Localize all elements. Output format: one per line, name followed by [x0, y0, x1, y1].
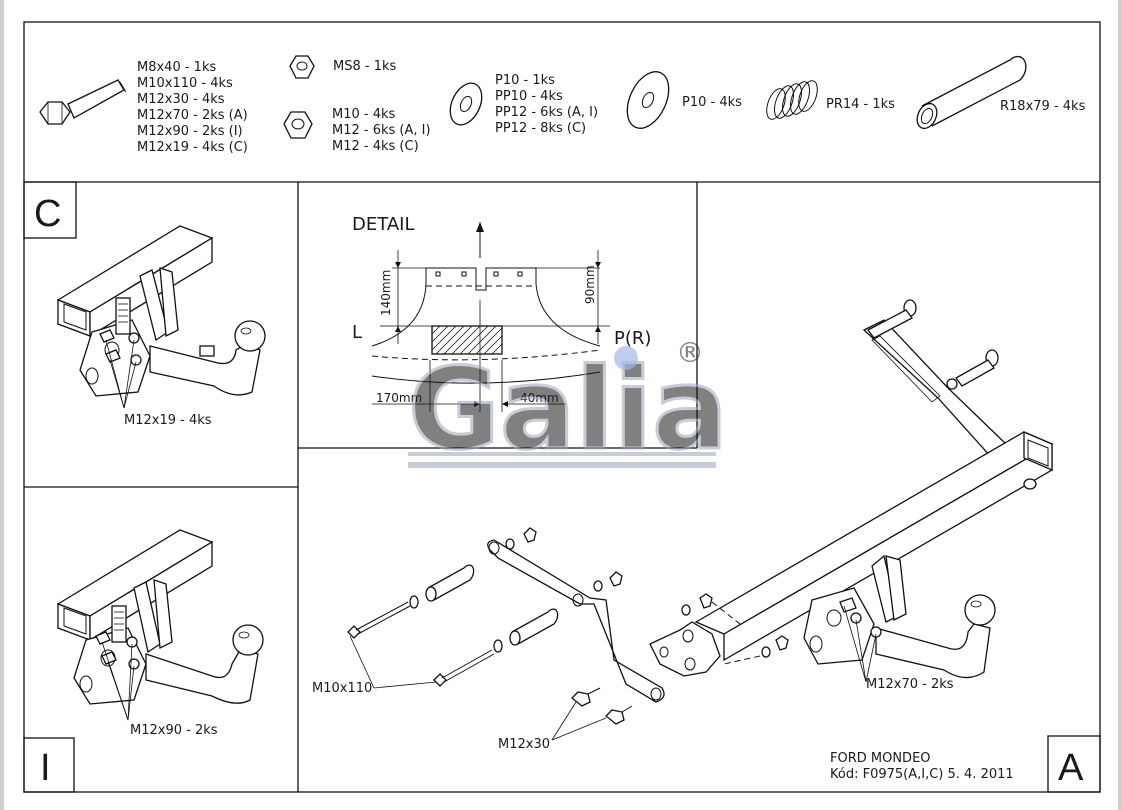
washers-list: P10 - 1ks PP10 - 4ks PP12 - 6ks (A, I) P…	[495, 73, 598, 136]
bolt-spec: M8x40 - 1ks	[137, 60, 216, 75]
panel-i-letter: I	[40, 747, 51, 789]
detail-title: DETAIL	[352, 214, 414, 235]
watermark-underline	[408, 452, 716, 456]
panel-i: I	[23, 529, 264, 793]
nut-icon	[289, 55, 315, 79]
bolt-spec: M12x30 - 4ks	[137, 92, 225, 107]
bolt-icon	[433, 571, 623, 687]
panel-a-letter: A	[1058, 747, 1084, 789]
bolt-spec: M12x90 - 2ks (I)	[137, 124, 243, 139]
watermark-underline	[408, 462, 716, 468]
nut-spec: M12 - 4ks (C)	[332, 139, 419, 154]
panel-i-callout: M12x90 - 2ks	[130, 723, 218, 738]
large-washer-spec: P10 - 4ks	[682, 95, 742, 110]
product-code: Kód: F0975(A,I,C) 5. 4. 2011	[830, 767, 1014, 782]
panel-a-callout-m10x110: M10x110	[312, 681, 372, 696]
panel-c-letter-box	[23, 181, 77, 239]
bracket-profile	[371, 267, 601, 347]
nut-icon	[283, 111, 313, 139]
nut-icon	[681, 593, 789, 658]
panel-a-callout-m12x30: M12x30	[498, 737, 550, 752]
bolt-icon	[99, 329, 142, 366]
crossbar-section-hatched	[431, 325, 503, 355]
page-edge-left	[0, 0, 4, 810]
tow-ball-neck-illustration	[145, 624, 264, 704]
dimension-90: 90mm	[583, 265, 597, 304]
up-arrow-head-icon	[476, 222, 484, 232]
dimension-140: 140mm	[379, 270, 393, 316]
page-edge-right	[1118, 0, 1122, 810]
panel-a-letter-box	[1047, 735, 1101, 793]
washer-spec: PP12 - 8ks (C)	[495, 121, 586, 136]
bolt-icon	[39, 79, 127, 125]
side-arm-right-illustration	[862, 299, 1007, 459]
crossbar-tube-illustration	[56, 225, 214, 338]
large-washer-icon	[626, 71, 670, 129]
label-pr: P(R)	[614, 328, 651, 349]
bolt-icon	[347, 527, 537, 639]
panel-a-callout-m12x70: M12x70 - 2ks	[866, 677, 954, 692]
main-crossbar-illustration	[694, 431, 1054, 662]
bolt-spec: M10x110 - 4ks	[137, 76, 233, 91]
registered-mark: ®	[676, 336, 704, 369]
panel-c-callout: M12x19 - 4ks	[124, 413, 212, 428]
panel-a: A	[312, 299, 1101, 793]
vehicle-model: FORD MONDEO	[830, 751, 931, 766]
bumper-line	[371, 349, 601, 384]
washer-spec: PP10 - 4ks	[495, 89, 563, 104]
dimension-lines	[372, 250, 610, 412]
tow-ball-neck-illustration	[149, 320, 266, 396]
detail-panel: DETAIL	[352, 214, 651, 412]
tube-icon	[916, 55, 1027, 130]
crossbar-tube-illustration	[56, 529, 214, 642]
spring-washer-icon	[766, 80, 818, 120]
mounting-plate-illustration	[649, 621, 721, 677]
panel-i-letter-box	[23, 737, 75, 793]
bolt-icon	[571, 687, 633, 725]
drawing-frame	[23, 21, 1101, 793]
bolt-spec: M12x70 - 2ks (A)	[137, 108, 248, 123]
spring-washer-spec: PR14 - 1ks	[826, 97, 895, 112]
washer-spec: P10 - 1ks	[495, 73, 555, 88]
tube-spec: R18x79 - 4ks	[1000, 99, 1086, 114]
label-l: L	[352, 322, 362, 343]
left-arm-bracket-illustration	[487, 539, 665, 703]
washer-icon	[449, 82, 483, 126]
galia-watermark: Galia ®	[407, 336, 730, 477]
nut-spec: M10 - 4ks	[332, 107, 396, 122]
dimension-40: 40mm	[520, 391, 559, 405]
panel-c: C	[23, 181, 266, 428]
panel-c-letter: C	[34, 193, 61, 235]
nut-ms8-spec: MS8 - 1ks	[333, 59, 396, 74]
washer-spec: PP12 - 6ks (A, I)	[495, 105, 598, 120]
nut-spec: M12 - 6ks (A, I)	[332, 123, 431, 138]
dimension-170: 170mm	[376, 391, 422, 405]
nuts-list: M10 - 4ks M12 - 6ks (A, I) M12 - 4ks (C)	[332, 107, 431, 154]
bolt-spec: M12x19 - 4ks (C)	[137, 140, 248, 155]
watermark-dot	[614, 346, 638, 370]
bolts-list: M8x40 - 1ks M10x110 - 4ks M12x30 - 4ks M…	[137, 60, 248, 155]
tow-bar-neck-illustration	[803, 554, 996, 679]
